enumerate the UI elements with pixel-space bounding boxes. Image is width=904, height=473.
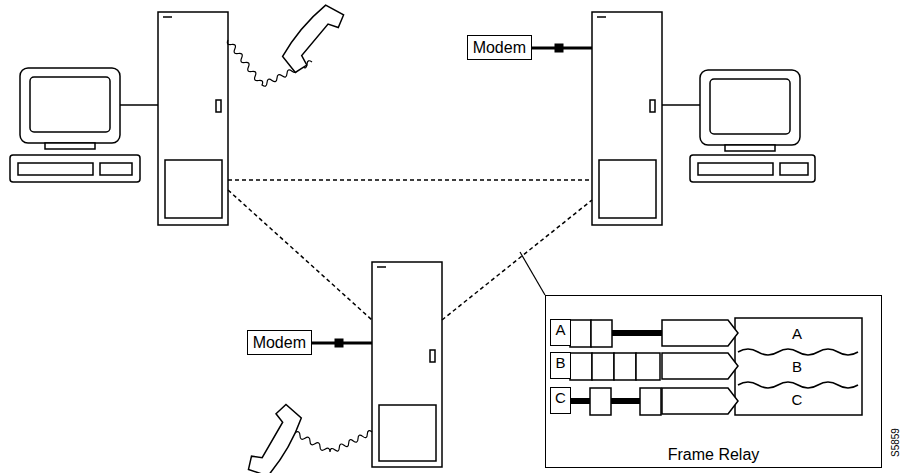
workstation [690,155,815,182]
router-tower [372,262,442,467]
frame-relay-mux [662,320,738,346]
frame-relay-queues [591,320,612,347]
wan-link [228,179,592,181]
workstation [120,104,158,106]
phone-handset [245,402,306,473]
router-tower [592,12,662,225]
router-tower [163,16,172,18]
router-tower [599,160,656,218]
queue-label-box: C [550,387,571,414]
callout-caption: Frame Relay [546,446,881,464]
frame-relay-queues [570,320,591,347]
router-tower [379,405,436,461]
wan-link [442,200,592,320]
workstation [30,77,110,132]
router-tower [372,262,442,467]
callout-leader [520,252,545,295]
frame-relay-queues [570,353,592,380]
queue-letter: A [553,320,568,340]
wan-link [228,180,592,320]
frame-relay-queues [636,353,660,380]
queue-letter: B [553,353,568,373]
router-tower [592,12,662,225]
workstation [662,70,815,182]
workstation [725,145,775,151]
figure-number: S5859 [887,427,904,458]
channel-label: A [791,325,803,343]
frame-relay-mux [738,382,858,388]
workstation [780,163,808,175]
modem-cable [312,44,592,347]
frame-relay-mux [738,349,858,355]
router-tower [158,12,228,225]
frame-relay-queues [614,353,636,380]
modem-box: Modem [247,330,312,355]
router-tower [597,16,606,18]
workstation [710,79,790,134]
modem-cable [555,44,563,52]
frame-relay-queues [570,398,590,404]
queue-label-box: A [550,319,571,346]
queue-label-box: B [550,352,571,379]
workstation [20,68,120,143]
frame-relay-mux [662,388,738,414]
workstation [10,155,140,182]
frame-relay-queues [570,320,662,415]
workstation [100,163,132,175]
device-label: Modem [473,38,526,57]
frame-relay-mux [662,318,862,415]
workstation [662,104,700,106]
workstation [698,163,773,175]
router-tower [430,350,435,362]
channel-label: B [791,358,803,376]
router-tower [650,100,655,112]
frame-relay-queues [592,353,614,380]
phone-handset [245,0,347,473]
modem-cable [335,339,343,347]
modem-box: Modem [467,35,532,60]
frame-relay-queues [612,330,662,336]
router-tower [158,12,228,225]
router-tower [165,160,222,218]
workstation [45,143,95,149]
frame-relay-queues [611,398,640,404]
frame-relay-queues [590,388,611,415]
queue-letter: C [553,388,568,408]
phone-cord [290,430,372,452]
callout-leader [520,252,545,295]
channel-label: C [791,391,804,409]
frame-relay-mux [735,318,862,415]
device-label: Modem [253,333,306,352]
frame-relay-queues [640,388,661,415]
workstation [700,70,800,145]
workstation [10,68,158,182]
frame-relay-mux [662,353,738,379]
router-tower [216,100,221,112]
wan-link [228,190,372,320]
workstation [18,163,93,175]
phone-handset [278,0,347,75]
phone-cord [227,40,372,452]
frame-relay-callout: Frame RelayABC [545,295,882,468]
router-tower [377,266,386,268]
